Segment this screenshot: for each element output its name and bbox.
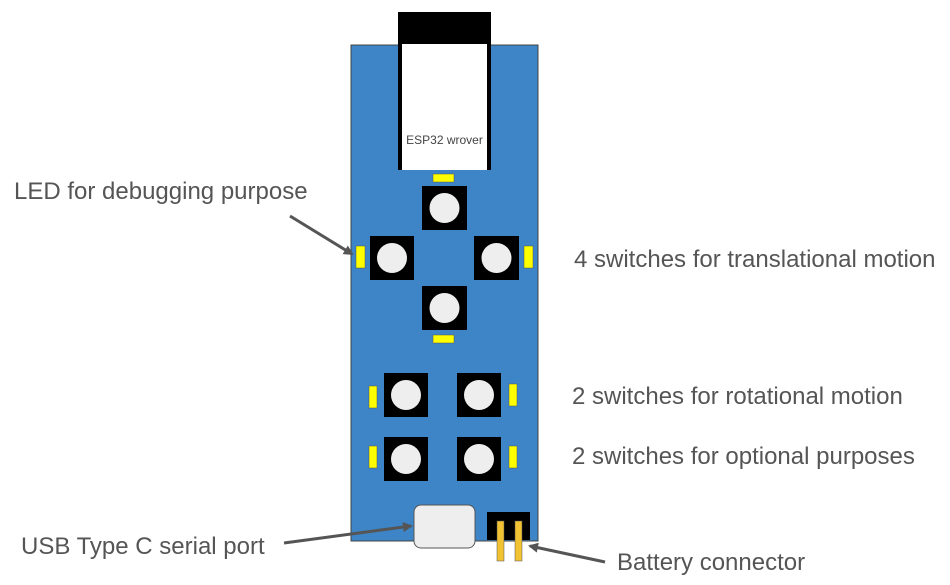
led-top bbox=[432, 173, 455, 183]
switch-right bbox=[474, 236, 519, 280]
led-rot-left bbox=[368, 385, 378, 409]
battery-connector bbox=[487, 512, 530, 562]
callout-battery: Battery connector bbox=[617, 549, 805, 576]
esp32-module: ESP32 wrover bbox=[398, 12, 491, 170]
arrow-usb bbox=[283, 522, 413, 545]
switch-rot-right bbox=[457, 373, 501, 417]
esp32-label: ESP32 wrover bbox=[406, 133, 483, 147]
led-opt-right bbox=[508, 445, 518, 469]
led-opt-left bbox=[368, 445, 378, 469]
arrow-battery bbox=[528, 542, 606, 564]
switch-rot-left bbox=[384, 373, 428, 417]
switch-left bbox=[370, 236, 414, 280]
usb-port bbox=[413, 504, 476, 549]
switch-opt-left bbox=[384, 437, 428, 481]
switch-down bbox=[422, 286, 467, 330]
callout-usb: USB Type C serial port bbox=[21, 533, 265, 560]
led-rot-right bbox=[508, 383, 518, 407]
callout-rotational: 2 switches for rotational motion bbox=[572, 383, 903, 410]
callout-translational: 4 switches for translational motion bbox=[574, 246, 936, 273]
callout-led: LED for debugging purpose bbox=[14, 178, 308, 205]
led-bottom bbox=[432, 334, 455, 344]
callout-optional: 2 switches for optional purposes bbox=[572, 443, 915, 470]
led-debug bbox=[355, 245, 366, 269]
switch-opt-right bbox=[457, 437, 501, 481]
arrow-led bbox=[289, 214, 354, 256]
led-right bbox=[523, 245, 534, 269]
switch-up bbox=[422, 186, 467, 230]
